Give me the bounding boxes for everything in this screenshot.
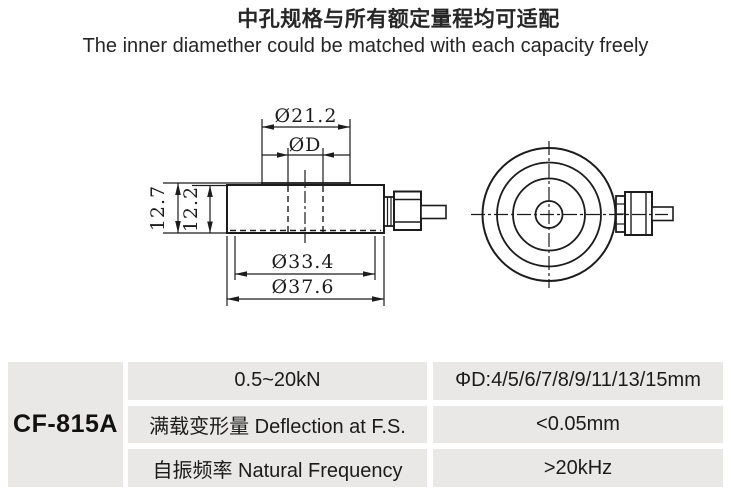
dim-label-body-diameter: Ø33.4 [272,251,335,273]
header: 中孔规格与所有额定量程均可适配 The inner diamether coul… [0,3,731,58]
side-view [226,170,447,243]
front-view [471,141,674,288]
spec-label-cell: 自振频率 Natural Frequency [128,449,427,488]
spec-row: 0.5~20kN ΦD:4/5/6/7/8/9/11/13/15mm [128,362,723,400]
cable [651,206,674,222]
title-english: The inner diamether could be matched wit… [82,35,649,57]
title-chinese: 中孔规格与所有额定量程均可适配 [237,8,560,31]
dimensions [163,119,385,306]
dim-label-inner-hole: ØD [289,134,322,156]
side-view-connector [383,190,447,231]
spec-label-cell: 满载变形量 Deflection at F.S. [128,405,427,444]
dim-label-body-height: 12.2 [180,186,202,232]
dim-label-flange-diameter: Ø37.6 [272,276,335,298]
model-cell: CF-815A [8,362,123,487]
spec-value-cell: <0.05mm [433,405,723,444]
spec-value-cell: ΦD:4/5/6/7/8/9/11/13/15mm [433,362,723,400]
spec-row: 自振频率 Natural Frequency >20kHz [128,449,723,488]
spec-row: 满载变形量 Deflection at F.S. <0.05mm [128,405,723,444]
front-view-connector [615,191,674,236]
cable [420,204,447,220]
dim-label-total-height: 12.7 [147,185,169,231]
spec-rows: 0.5~20kN ΦD:4/5/6/7/8/9/11/13/15mm 满载变形量… [128,362,723,488]
spec-table: CF-815A 0.5~20kN ΦD:4/5/6/7/8/9/11/13/15… [8,362,723,488]
spec-value-cell: >20kHz [433,449,723,488]
dim-label-top-boss: Ø21.2 [275,105,338,127]
technical-drawing: Ø21.2 ØD 12.7 12.2 Ø33.4 Ø37.6 [147,105,674,306]
spec-label-cell: 0.5~20kN [128,362,427,400]
